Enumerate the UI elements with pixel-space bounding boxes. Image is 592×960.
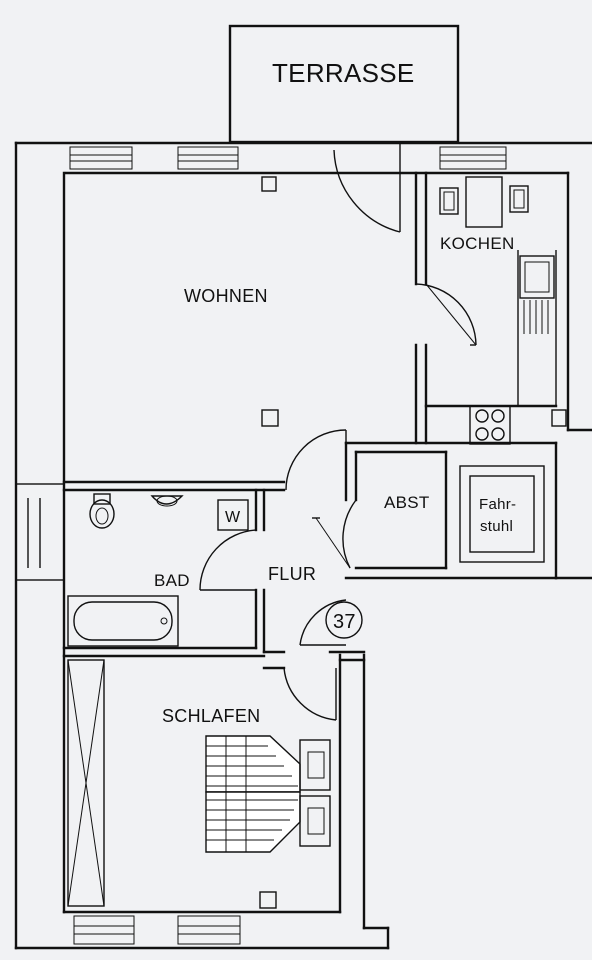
pillars	[259, 176, 567, 909]
window-top-kitchen	[439, 146, 507, 170]
left-wall-niche	[15, 483, 65, 581]
door-wohnen	[285, 429, 347, 491]
room-label-flur: FLUR	[268, 564, 316, 584]
door-bad	[199, 529, 257, 591]
washer	[217, 499, 249, 531]
room-label-schlafen: SCHLAFEN	[162, 706, 260, 726]
window-top-1	[69, 146, 133, 170]
stove	[469, 405, 511, 445]
sink	[150, 495, 184, 507]
room-label-terrasse: TERRASSE	[272, 58, 415, 88]
window-bottom	[73, 915, 241, 945]
kitchen-counter	[517, 250, 557, 406]
unit-number-badge	[325, 601, 363, 639]
door-schlafen	[283, 667, 337, 721]
door-entrance	[299, 599, 347, 646]
door-terrace	[333, 143, 401, 233]
washer-label: W	[225, 509, 241, 526]
room-label-abst: ABST	[384, 493, 430, 512]
toilet	[89, 493, 115, 529]
room-label-bad: BAD	[154, 571, 190, 590]
wardrobe	[67, 659, 105, 907]
double-bed	[205, 735, 331, 853]
kitchen-table	[439, 176, 529, 228]
window-top-2	[177, 146, 239, 170]
outer-walls	[14, 141, 592, 950]
bathtub	[67, 595, 179, 647]
elevator	[459, 465, 545, 563]
door-abst	[312, 499, 357, 569]
room-label-kochen: KOCHEN	[440, 234, 515, 253]
elevator-label-line1: Fahr-	[479, 496, 516, 513]
room-label-wohnen: WOHNEN	[184, 286, 268, 306]
unit-number: 37	[333, 611, 356, 633]
door-kitchen	[415, 283, 477, 346]
elevator-label-line2: stuhl	[480, 518, 513, 535]
